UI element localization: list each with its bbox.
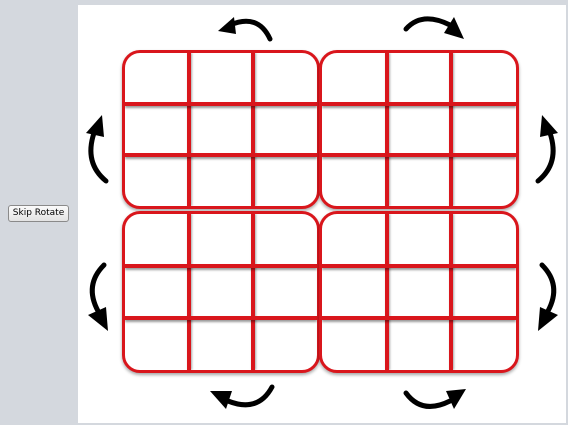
curved-arrow-icon — [535, 115, 558, 184]
skip-rotate-button[interactable]: Skip Rotate — [8, 205, 69, 222]
board-cell[interactable] — [387, 318, 452, 370]
board-cell[interactable] — [451, 53, 516, 104]
quadrant-bottom-right — [319, 211, 519, 373]
board-cell[interactable] — [189, 214, 253, 266]
grid-line-vertical — [384, 53, 389, 206]
board-cell[interactable] — [322, 155, 387, 206]
board-cell[interactable] — [451, 104, 516, 155]
grid-line-horizontal — [322, 102, 516, 106]
curved-arrow-icon — [403, 16, 464, 39]
board-cell[interactable] — [322, 266, 387, 318]
board-cell[interactable] — [189, 155, 253, 206]
curved-arrow-icon — [86, 115, 109, 184]
curved-arrow-icon — [218, 17, 273, 42]
board-cell[interactable] — [253, 318, 317, 370]
curved-arrow-icon — [403, 389, 466, 409]
grid-line-vertical — [187, 214, 191, 370]
board-cell[interactable] — [387, 53, 452, 104]
board-cell[interactable] — [125, 266, 189, 318]
grid-line-vertical — [187, 53, 191, 206]
board-cell[interactable] — [125, 155, 189, 206]
curved-arrow-icon — [210, 384, 275, 409]
rotate-top-right-cw-arrow[interactable] — [400, 9, 472, 49]
board-cell[interactable] — [322, 214, 387, 266]
quadrant-top-left — [122, 50, 320, 209]
rotate-top-left-ccw-arrow[interactable] — [204, 9, 276, 49]
grid-line-horizontal — [125, 264, 317, 268]
board-cell[interactable] — [451, 214, 516, 266]
rotate-bottom-right-ccw-arrow[interactable] — [400, 375, 472, 415]
board-cell[interactable] — [387, 214, 452, 266]
board-cell[interactable] — [322, 104, 387, 155]
board-cell[interactable] — [387, 266, 452, 318]
board-cell[interactable] — [451, 318, 516, 370]
grid-line-horizontal — [322, 264, 516, 268]
grid-line-vertical — [384, 214, 389, 370]
quadrant-top-right — [319, 50, 519, 209]
grid-line-horizontal — [125, 316, 317, 320]
grid-line-horizontal — [125, 153, 317, 157]
board-cell[interactable] — [451, 155, 516, 206]
board-cell[interactable] — [322, 318, 387, 370]
board-cell[interactable] — [189, 53, 253, 104]
board-cell[interactable] — [253, 104, 317, 155]
grid-line-horizontal — [125, 102, 317, 106]
curved-arrow-icon — [538, 262, 558, 331]
board-cell[interactable] — [125, 318, 189, 370]
grid-line-vertical — [251, 53, 255, 206]
board-cell[interactable] — [387, 104, 452, 155]
board-cell[interactable] — [125, 104, 189, 155]
board-cell[interactable] — [125, 214, 189, 266]
board-cell[interactable] — [253, 266, 317, 318]
board-cell[interactable] — [322, 53, 387, 104]
board-cell[interactable] — [253, 214, 317, 266]
rotate-top-left-cw-arrow[interactable] — [80, 111, 120, 184]
rotate-bottom-right-cw-arrow[interactable] — [524, 261, 564, 333]
grid-line-vertical — [251, 214, 255, 370]
quadrant-bottom-left — [122, 211, 320, 373]
board-cell[interactable] — [253, 53, 317, 104]
rotate-bottom-left-ccw-arrow[interactable] — [82, 261, 122, 333]
board-cell[interactable] — [189, 266, 253, 318]
board-cell[interactable] — [189, 104, 253, 155]
grid-line-horizontal — [322, 153, 516, 157]
board-cell[interactable] — [451, 266, 516, 318]
rotate-top-right-ccw-arrow[interactable] — [524, 111, 564, 184]
grid-line-vertical — [449, 214, 454, 370]
grid-line-vertical — [449, 53, 454, 206]
board-cell[interactable] — [253, 155, 317, 206]
rotate-bottom-left-cw-arrow[interactable] — [204, 375, 276, 415]
sidebar: Skip Rotate — [0, 0, 78, 425]
board-cell[interactable] — [387, 155, 452, 206]
curved-arrow-icon — [88, 262, 108, 331]
game-board — [78, 5, 566, 423]
board-cell[interactable] — [125, 53, 189, 104]
grid-line-horizontal — [322, 316, 516, 320]
board-cell[interactable] — [189, 318, 253, 370]
